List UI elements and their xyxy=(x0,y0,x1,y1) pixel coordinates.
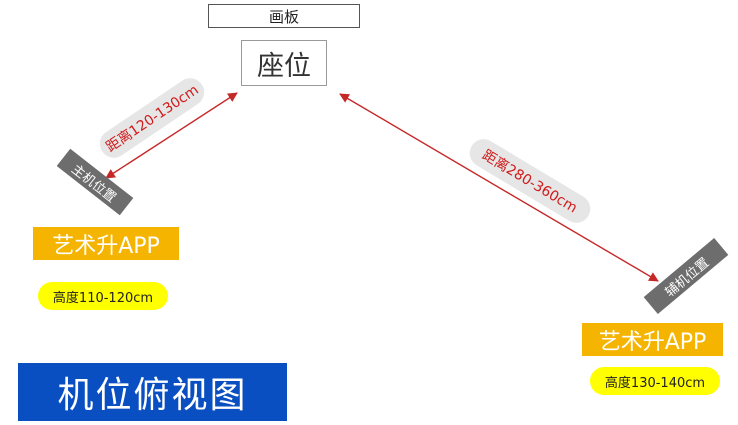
seat-label: 座位 xyxy=(241,40,327,86)
drawing-board-label: 画板 xyxy=(208,4,360,28)
diagram-title: 机位俯视图 xyxy=(18,363,287,421)
distance-arrow-main xyxy=(105,92,238,179)
distance-arrow-aux xyxy=(339,93,659,282)
height-label-main: 高度110-120cm xyxy=(38,282,168,310)
height-label-aux: 高度130-140cm xyxy=(590,367,720,395)
app-label-main: 艺术升APP xyxy=(33,227,179,260)
app-label-aux: 艺术升APP xyxy=(582,323,723,356)
